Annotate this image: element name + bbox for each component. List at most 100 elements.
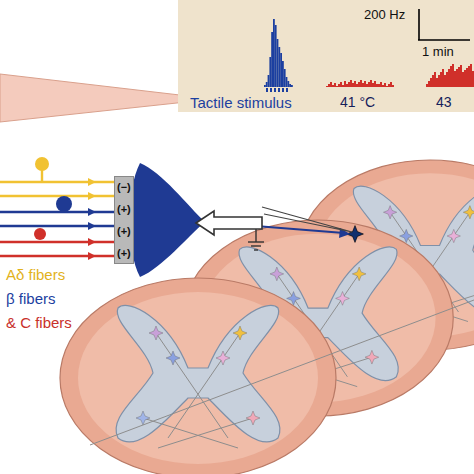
- interneuron: [35, 157, 49, 171]
- fiber-label: β fibers: [6, 291, 55, 306]
- histogram-bar: [334, 83, 336, 87]
- histogram-bar: [442, 69, 444, 87]
- scale-bar: [418, 39, 470, 41]
- histogram-bar: [368, 82, 370, 87]
- neuron-star: [246, 411, 260, 425]
- histogram-bar: [468, 66, 470, 87]
- histogram-bar: [470, 64, 472, 87]
- histogram-bar: [352, 83, 354, 87]
- histogram-bar: [452, 64, 454, 87]
- stimulus-tick: [266, 88, 268, 92]
- histogram-bar: [466, 68, 468, 87]
- histogram-bar: [278, 47, 280, 87]
- neuron-star: [233, 326, 247, 340]
- histogram-bar: [338, 84, 340, 87]
- synapse-gate-box: (−)(+)(+)(+): [114, 176, 134, 264]
- histogram-bar: [346, 84, 348, 87]
- histogram-bar: [364, 81, 366, 87]
- histogram-bar: [472, 71, 474, 87]
- histogram-bar: [330, 82, 332, 87]
- panel-text: 41 °C: [340, 95, 375, 109]
- histogram-bar: [277, 39, 279, 87]
- signal-arrow: [196, 211, 262, 235]
- recording-electrode: [262, 207, 352, 232]
- histogram-bar: [269, 57, 271, 87]
- histogram-bar: [426, 84, 428, 87]
- histogram-bar: [348, 82, 350, 87]
- panel-text: Tactile stimulus: [190, 95, 292, 110]
- neuron-star: [365, 350, 379, 364]
- histogram-bar: [332, 85, 334, 87]
- spinal-cord-slices: [60, 160, 474, 474]
- fiber-label: Aδ fibers: [6, 267, 65, 282]
- histogram-bar: [273, 19, 275, 87]
- interneuron: [56, 196, 72, 212]
- sign-text: (+): [117, 226, 131, 237]
- neuron-star: [463, 206, 474, 219]
- histogram-bar: [326, 86, 328, 87]
- neuron-star: [447, 229, 460, 242]
- histogram-bar: [454, 71, 456, 87]
- histogram-bar: [462, 72, 464, 87]
- histogram-bar: [390, 82, 392, 87]
- recording-panel-ground: [178, 0, 474, 112]
- histogram-bar: [344, 81, 346, 87]
- histogram-bar: [380, 82, 382, 87]
- sign-text: (+): [117, 248, 131, 259]
- histogram-bar: [428, 81, 430, 87]
- stimulus-tick: [278, 88, 280, 92]
- histogram-bar: [280, 53, 282, 87]
- neuron-star: [336, 292, 350, 306]
- firing-histogram: [264, 19, 474, 92]
- fiber-line: [0, 225, 116, 227]
- histogram-bar: [336, 86, 338, 87]
- ground-symbol: [254, 249, 258, 250]
- fiber-arrowhead: [88, 238, 96, 246]
- histogram-bar: [362, 83, 364, 87]
- histogram-bar: [328, 84, 330, 87]
- histogram-bar: [374, 81, 376, 87]
- neuron-star: [149, 326, 163, 340]
- axon-line: [90, 300, 474, 445]
- histogram-bar: [464, 70, 466, 87]
- fiber-line: [0, 181, 116, 183]
- histogram-bar: [438, 75, 440, 87]
- ground-symbol: [251, 245, 261, 246]
- histogram-bar: [432, 75, 434, 87]
- histogram-bar: [340, 82, 342, 87]
- histogram-bar: [360, 80, 362, 87]
- histogram-bar: [271, 32, 273, 87]
- neuron-star: [270, 267, 284, 281]
- histogram-bar: [268, 75, 270, 87]
- histogram-bar: [275, 25, 277, 87]
- histogram-bar: [264, 85, 266, 87]
- histogram-bar: [436, 78, 438, 87]
- sign-text: (−): [117, 182, 131, 193]
- white-matter: [60, 278, 336, 474]
- histogram-bar: [376, 84, 378, 87]
- neuron-star: [383, 206, 396, 219]
- ground-symbol: [248, 241, 264, 242]
- afferent-fibers: [0, 157, 116, 260]
- histogram-bar: [444, 75, 446, 87]
- histogram-bar: [392, 85, 394, 87]
- recording-panel: 200 Hz1 minTactile stimulus41 °C43: [178, 0, 474, 112]
- histogram-bar: [434, 72, 436, 87]
- stimulus-tick: [270, 88, 272, 92]
- histogram-bar: [350, 80, 352, 87]
- fiber-arrowhead: [88, 192, 96, 200]
- fiber-arrowhead: [88, 222, 96, 230]
- fiber-line: [0, 211, 116, 213]
- histogram-bar: [448, 69, 450, 87]
- stimulus-tick: [282, 88, 284, 92]
- histogram-bar: [286, 77, 288, 87]
- histogram-bar: [440, 72, 442, 87]
- histogram-bar: [460, 65, 462, 87]
- histogram-bar: [388, 84, 390, 87]
- fiber-arrowhead: [88, 208, 96, 216]
- fiber-line: [0, 195, 116, 197]
- panel-text: 1 min: [422, 45, 454, 58]
- histogram-bar: [287, 81, 289, 87]
